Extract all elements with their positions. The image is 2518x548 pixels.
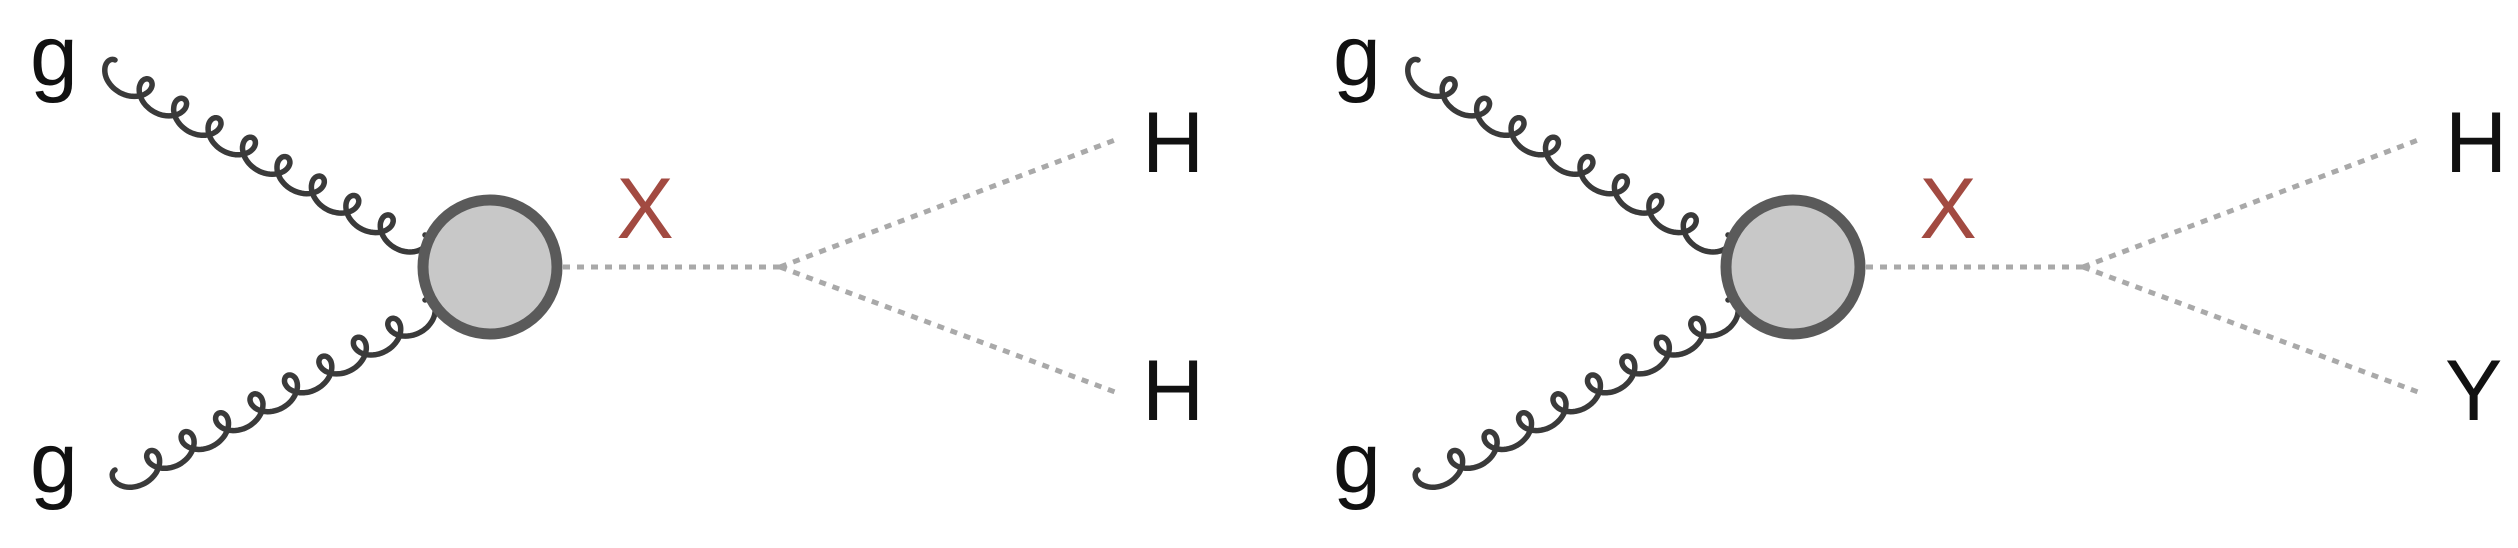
diagram-hh: g g X H H	[30, 8, 1204, 511]
gluon-line-top	[102, 56, 431, 255]
final-state-label-upper: H	[1142, 95, 1204, 191]
incoming-gluon-label-bottom: g	[1333, 415, 1381, 511]
mediator-label: X	[1919, 161, 1976, 257]
interaction-blob	[1720, 194, 1866, 340]
incoming-gluon-label-top: g	[1333, 8, 1381, 104]
outgoing-line-lower	[779, 264, 1116, 395]
outgoing-line-upper	[2082, 137, 2419, 270]
interaction-blob	[417, 194, 563, 340]
diagram-hy: g g X H Y	[1333, 8, 2507, 511]
outgoing-line-upper	[779, 137, 1116, 270]
final-state-label-lower: H	[1142, 343, 1204, 439]
gluon-line-top	[1405, 56, 1734, 255]
gluon-line-bottom	[1412, 296, 1741, 490]
gluon-line-bottom	[109, 296, 438, 490]
incoming-gluon-label-bottom: g	[30, 415, 78, 511]
final-state-label-upper: H	[2445, 95, 2507, 191]
incoming-gluon-label-top: g	[30, 8, 78, 104]
final-state-label-lower: Y	[2445, 343, 2502, 439]
mediator-label: X	[616, 161, 673, 257]
outgoing-line-lower	[2082, 264, 2419, 395]
